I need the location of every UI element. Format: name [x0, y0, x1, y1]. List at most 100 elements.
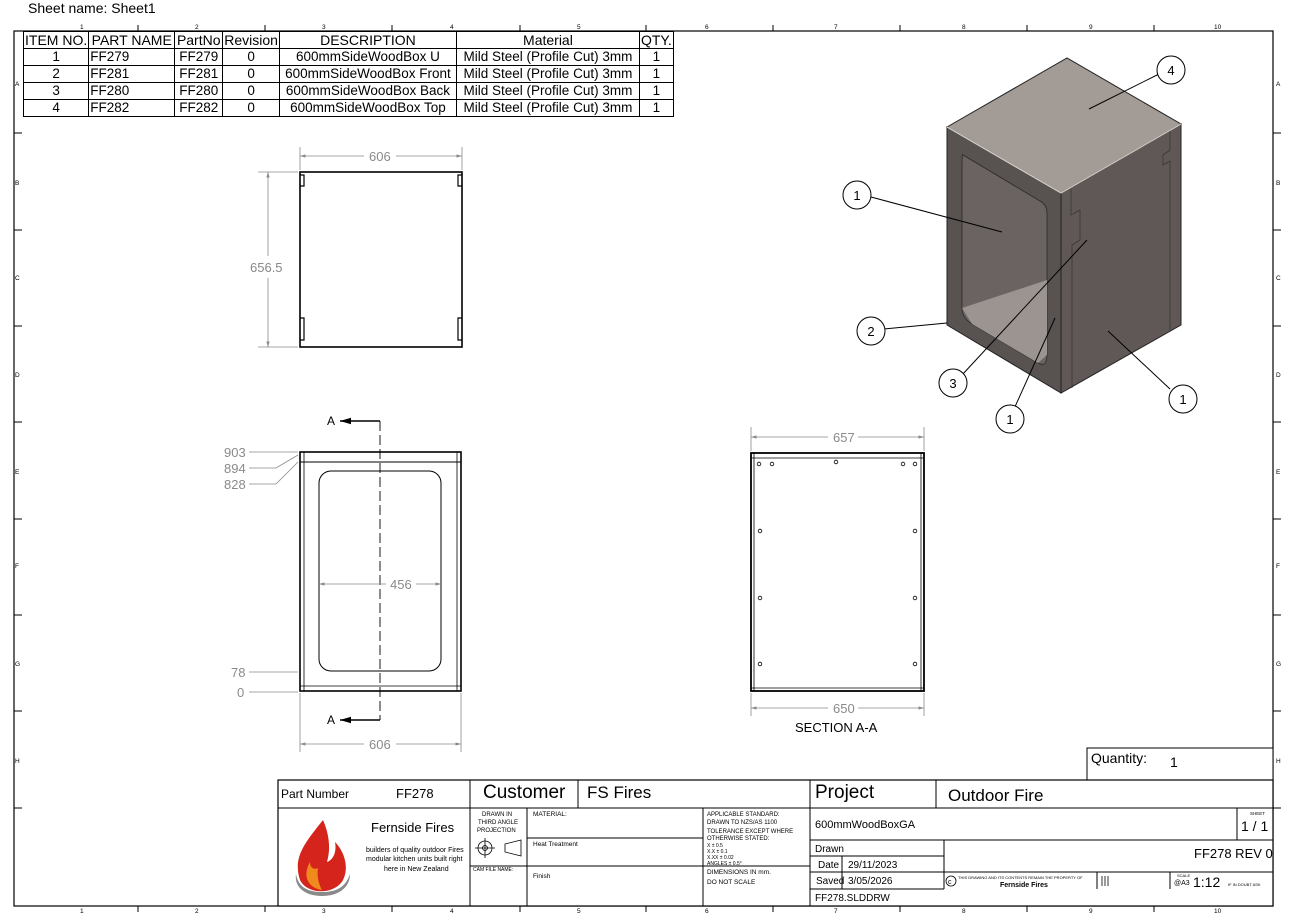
- tolerance-6: ANGLES ± 0.5°: [707, 861, 742, 867]
- zone-row-label: G: [1276, 661, 1281, 668]
- projection-2: THIRD ANGLE: [478, 820, 518, 826]
- bill-of-materials: ITEM NO. PART NAME PartNo Revision DESCR…: [22, 31, 674, 117]
- finish-label: Finish: [533, 873, 551, 880]
- date-label: Date: [818, 860, 840, 871]
- bom-cell: 600mmSideWoodBox Front: [278, 65, 457, 83]
- zone-col-label: 1: [80, 908, 84, 915]
- file-name: FF278.SLDDRW: [815, 893, 890, 904]
- table-row: 4 FF282 FF282 0 600mmSideWoodBox Top Mil…: [22, 99, 674, 117]
- project-label: Project: [815, 782, 875, 803]
- sheet-number: 1 / 1: [1241, 818, 1268, 834]
- top-view: 606 656.5: [250, 147, 463, 348]
- section-bottom-dim: 650: [833, 701, 855, 716]
- bom-header-row: ITEM NO. PART NAME PartNo Revision DESCR…: [22, 31, 674, 49]
- standard-1: APPLICABLE STANDARD:: [707, 812, 780, 818]
- balloon-1: 1: [853, 188, 860, 203]
- table-row: 3 FF280 FF280 0 600mmSideWoodBox Back Mi…: [22, 82, 674, 100]
- top-width-dim: 606: [369, 149, 391, 164]
- front-dim-0: 0: [237, 685, 244, 700]
- front-dim-903: 903: [224, 445, 246, 460]
- sheet-name: Sheet name: Sheet1: [28, 0, 156, 16]
- zone-row-label: G: [15, 661, 20, 668]
- zone-row-label: H: [1276, 758, 1281, 765]
- fernside-fires-logo: [295, 820, 350, 896]
- zone-col-label: 3: [322, 24, 326, 31]
- tolerance-5: X.XX ± 0.02: [707, 855, 734, 861]
- zone-ticks: [14, 25, 1281, 912]
- zone-col-label: 3: [322, 908, 326, 915]
- bom-cell: Mild Steel (Profile Cut) 3mm: [455, 65, 640, 83]
- cam-file-label: CAM FILE NAME:: [473, 867, 513, 873]
- quantity-box: Quantity: 1: [1086, 747, 1274, 781]
- zone-col-label: 6: [705, 24, 709, 31]
- zone-row-label: E: [1276, 469, 1281, 476]
- bom-cell: FF282: [174, 99, 224, 117]
- zone-col-label: 5: [577, 24, 581, 31]
- copyright-icon: [945, 875, 957, 887]
- tolerance-1: TOLERANCE EXCEPT WHERE: [707, 829, 793, 835]
- bom-cell: FF279: [88, 48, 176, 66]
- scale-label: SCALE: [1177, 873, 1190, 878]
- section-marker-top: A: [327, 414, 335, 428]
- zone-col-label: 6: [705, 908, 709, 915]
- paper-size: @A3: [1174, 880, 1190, 887]
- bom-cell: 600mmSideWoodBox U: [278, 48, 457, 66]
- zone-row-label: B: [1276, 180, 1280, 187]
- balloon-1: 1: [1179, 392, 1186, 407]
- zone-row-label: H: [15, 758, 20, 765]
- part-number-label: Part Number: [281, 787, 349, 801]
- tagline-1: builders of quality outdoor Fires: [366, 847, 464, 854]
- dims-note-1: DIMENSIONS IN mm.: [707, 869, 771, 876]
- projection-3: PROJECTION: [477, 828, 516, 834]
- copyright-text: THIS DRAWING AND ITS CONTENTS REMAIN THE…: [958, 875, 1083, 880]
- bom-header-partno: PartNo: [174, 31, 224, 49]
- front-inner-width-dim: 456: [390, 577, 412, 592]
- section-top-dim: 657: [833, 430, 855, 445]
- saved-value: 3/05/2026: [848, 876, 893, 887]
- zone-col-label: 2: [195, 908, 199, 915]
- zone-col-label: 5: [577, 908, 581, 915]
- zone-col-label: 7: [834, 24, 838, 31]
- date-value: 29/11/2023: [848, 860, 898, 871]
- material-label: MATERIAL:: [533, 811, 567, 818]
- zone-row-label: A: [15, 81, 20, 88]
- bom-cell: FF281: [174, 65, 224, 83]
- quantity-value: 1: [1170, 754, 1178, 770]
- company-name: Fernside Fires: [371, 820, 455, 835]
- table-row: 1 FF279 FF279 0 600mmSideWoodBox U Mild …: [22, 48, 674, 66]
- section-view: 657 650 SECTION A-A: [750, 427, 925, 735]
- sheet-label: SHEET: [1250, 811, 1265, 816]
- zone-row-label: E: [15, 469, 20, 476]
- tolerance-2: OTHERWISE STATED:: [707, 836, 770, 842]
- tagline-2: modular kitchen units built right: [366, 856, 463, 863]
- section-marker-bottom: A: [327, 713, 335, 727]
- zone-row-label: D: [15, 372, 20, 379]
- heat-treatment-label: Heat Treatment: [533, 841, 578, 848]
- table-row: 2 FF281 FF281 0 600mmSideWoodBox Front M…: [22, 65, 674, 83]
- front-dim-894: 894: [224, 461, 246, 476]
- customer-label: Customer: [483, 782, 566, 803]
- zone-col-label: 2: [195, 24, 199, 31]
- front-dim-828: 828: [224, 477, 246, 492]
- scale-value: 1:12: [1193, 874, 1220, 890]
- bom-cell: 3: [22, 82, 90, 100]
- document-number: FF278 REV 0: [1194, 846, 1273, 861]
- section-label: SECTION A-A: [795, 720, 878, 735]
- isometric-view: 4 1 2 3 1 1: [842, 55, 1198, 434]
- top-height-dim: 656.5: [250, 260, 283, 275]
- zone-row-label: A: [1276, 81, 1281, 88]
- balloon-1: 1: [1006, 412, 1013, 427]
- zone-col-label: 1: [80, 24, 84, 31]
- zone-col-label: 4: [450, 908, 454, 915]
- title-block: Part Number FF278 Customer FS Fires Proj…: [277, 779, 1274, 907]
- tolerance-4: X.X ± 0.1: [707, 849, 728, 855]
- zone-row-label: C: [15, 275, 20, 282]
- bom-cell: 4: [22, 99, 90, 117]
- zone-col-label: 9: [1089, 908, 1093, 915]
- saved-label: Saved: [816, 876, 844, 887]
- bom-cell: 1: [638, 82, 674, 100]
- dims-note-2: DO NOT SCALE: [707, 879, 756, 886]
- zone-row-label: F: [15, 563, 19, 570]
- tolerance-3: X ± 0.5: [707, 843, 723, 849]
